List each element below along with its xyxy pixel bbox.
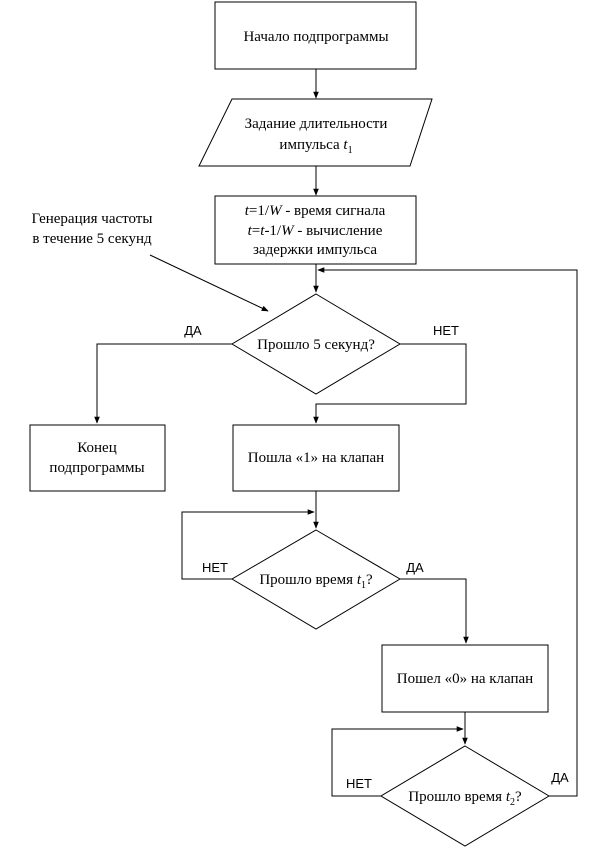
- decision2-no-label: НЕТ: [202, 560, 228, 575]
- decision3-diamond: [380, 745, 550, 847]
- decision3-label: Прошло время t2?: [408, 789, 522, 808]
- input-label-line1: Задание длительности: [245, 116, 388, 132]
- decision1-label: Прошло 5 секунд?: [257, 337, 375, 353]
- decision3-no-label: НЕТ: [346, 776, 372, 791]
- annotation-pointer: [149, 254, 269, 312]
- calc-line1: t=1/W - время сигнала: [245, 203, 386, 219]
- calc-box: [214, 195, 417, 265]
- start-box: [214, 1, 417, 70]
- end-box: [29, 424, 166, 492]
- arrow-decision1-yes-to-end: [94, 343, 232, 424]
- send0-label: Пошел «0» на клапан: [397, 671, 533, 687]
- send1-label: Пошла «1» на клапан: [248, 450, 384, 466]
- calc-line2: t=t-1/W - вычисление: [248, 223, 383, 239]
- decision2-label: Прошло время t1?: [259, 572, 373, 591]
- decision1-diamond: [231, 293, 401, 395]
- decision1-yes-label: ДА: [184, 323, 202, 338]
- arrow-decision3-no-loop: [331, 726, 464, 797]
- decision3-yes-label: ДА: [551, 770, 569, 785]
- arrow-decision1-no-to-send1: [313, 343, 467, 424]
- annotation-line1: Генерация частоты: [32, 211, 153, 227]
- arrow-decision2-no-loop: [181, 509, 315, 580]
- decision1-no-label: НЕТ: [433, 323, 459, 338]
- annotation-line2: в течение 5 секунд: [32, 231, 152, 247]
- decision2-diamond: [231, 529, 401, 630]
- start-label: Начало подпрограммы: [243, 29, 388, 45]
- end-label-line1: Конец: [77, 440, 116, 456]
- input-parallelogram: [198, 98, 433, 167]
- arrow-decision3-yes-loop: [317, 267, 578, 797]
- send0-box: [381, 644, 549, 713]
- arrow-decision2-yes-to-send0: [400, 578, 469, 644]
- end-label-line2: подпрограммы: [49, 460, 144, 476]
- input-label-line2: импульса t1: [279, 137, 352, 156]
- calc-line3: задержки импульса: [253, 242, 377, 258]
- decision2-yes-label: ДА: [406, 560, 424, 575]
